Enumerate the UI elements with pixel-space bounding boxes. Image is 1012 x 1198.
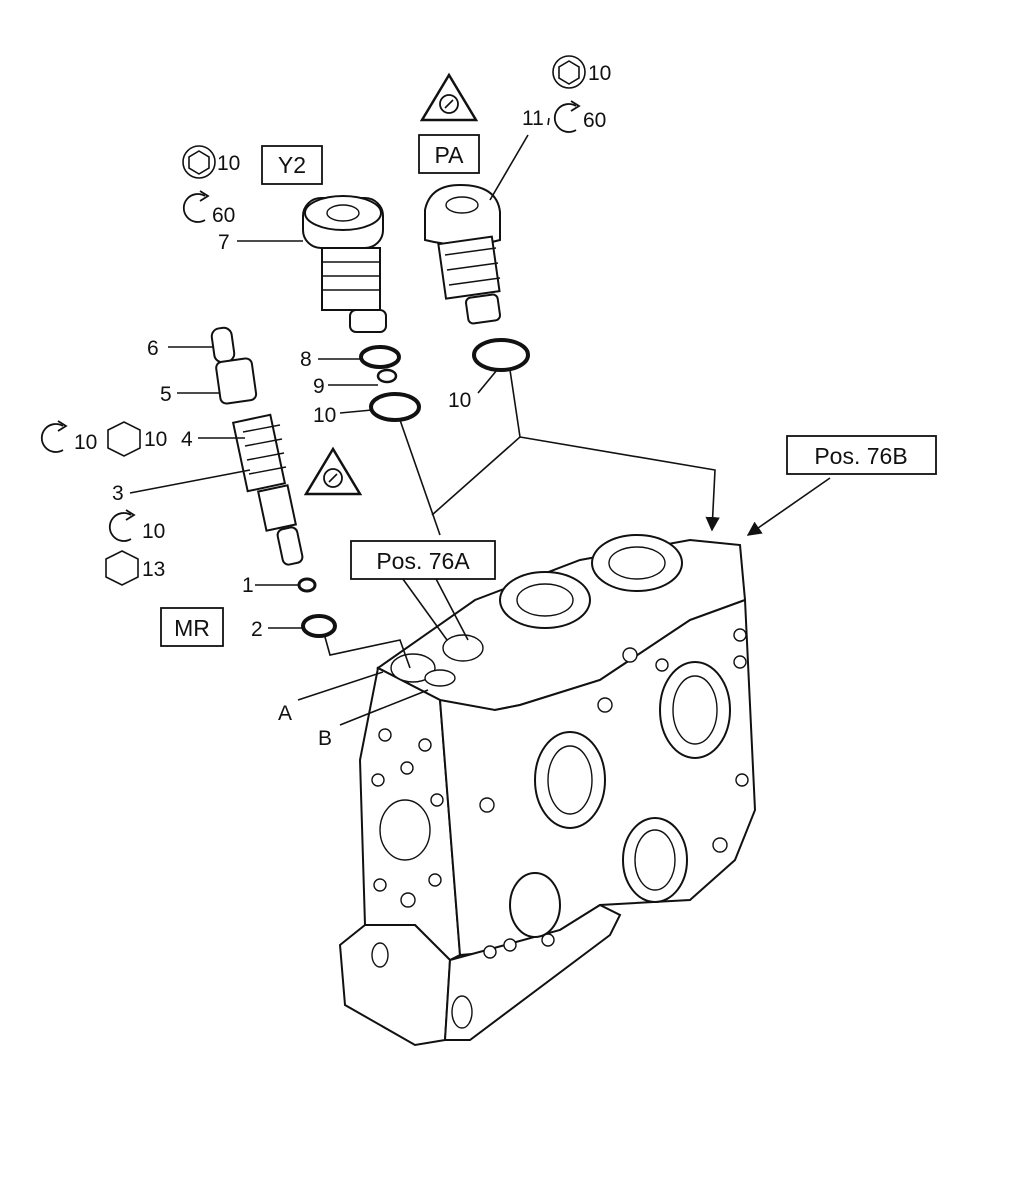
p4-wrench-size: 10 <box>144 428 167 451</box>
part-5-number: 5 <box>160 383 172 406</box>
callout-mr-label: MR <box>174 615 210 641</box>
part-10-number: 10 <box>448 389 471 412</box>
part-2-number: 2 <box>251 618 263 641</box>
callout-y2-label: Y2 <box>278 152 306 178</box>
p3-wrench-size: 13 <box>142 558 165 581</box>
hexagon-icon <box>105 550 139 586</box>
cartridge-assembly <box>210 326 304 566</box>
part-9-number: 9 <box>313 375 325 398</box>
p3-torque-value: 10 <box>142 520 165 543</box>
hexagon-icon <box>552 55 586 89</box>
callout-y2: Y2 <box>261 145 323 185</box>
rotation-arrow-icon <box>553 100 581 133</box>
hexagon-icon <box>182 145 216 179</box>
seal-rings <box>297 338 530 638</box>
port-a-label: A <box>278 702 292 725</box>
y2-torque-value: 60 <box>212 204 235 227</box>
p4-torque-value: 10 <box>74 431 97 454</box>
callout-pa-label: PA <box>435 142 465 168</box>
pa-torque-value: 60 <box>583 109 606 132</box>
part-4-number: 4 <box>181 428 193 451</box>
part-11-number: 11 <box>522 107 544 130</box>
rotation-arrow-icon <box>182 190 210 223</box>
part-1-number: 1 <box>242 574 254 597</box>
callout-pa: PA <box>418 134 480 174</box>
callout-pos-76b-label: Pos. 76B <box>814 443 907 469</box>
pa-wrench-size: 10 <box>588 62 611 85</box>
part-8-number: 8 <box>300 348 312 371</box>
callout-pos-76a-label: Pos. 76A <box>376 548 470 574</box>
part-3-number: 3 <box>112 482 124 505</box>
leader-lines <box>129 117 831 726</box>
callout-pos-76b: Pos. 76B <box>786 435 937 475</box>
part-6-number: 6 <box>147 337 159 360</box>
pressure-warning-icon <box>419 72 479 122</box>
rotation-arrow-icon <box>108 509 136 542</box>
pressure-warning-icon <box>303 446 363 496</box>
part-7-number: 7 <box>218 231 230 254</box>
rotation-arrow-icon <box>40 420 68 453</box>
callout-pos-76a: Pos. 76A <box>350 540 496 580</box>
part-7-plug <box>302 195 387 333</box>
part-10-number: 10 <box>313 404 336 427</box>
hexagon-icon <box>107 421 141 457</box>
y2-wrench-size: 10 <box>217 152 240 175</box>
callout-mr: MR <box>160 607 224 647</box>
pa-plug <box>424 183 502 325</box>
port-b-label: B <box>318 727 332 750</box>
valve-body <box>338 534 757 1047</box>
